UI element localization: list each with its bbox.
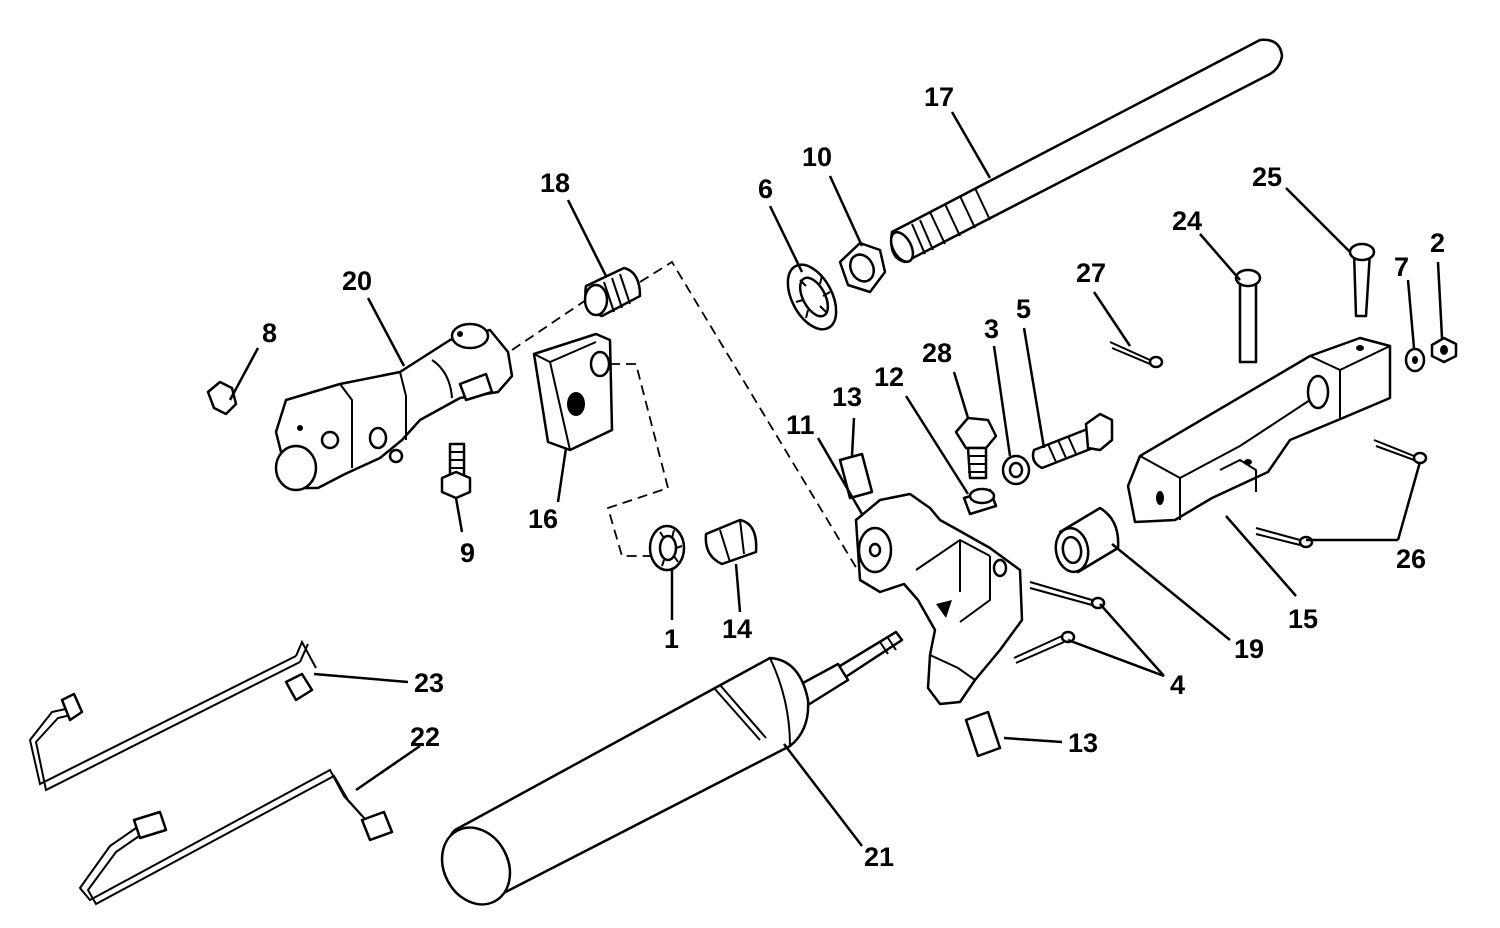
part-17-tube	[889, 38, 1284, 264]
part-15-bracket-arm	[1126, 336, 1392, 524]
callout-21: 21	[864, 842, 894, 872]
part-6-lock-washer	[786, 263, 838, 331]
callout-27: 27	[1076, 258, 1106, 288]
part-21-cylinder	[440, 630, 904, 906]
part-10-hex-nut	[838, 241, 887, 294]
part-11-arm-bracket	[854, 492, 1024, 706]
callout-15: 15	[1288, 604, 1318, 634]
callout-13-upper: 13	[832, 382, 862, 412]
callout-labels: 17 10 6 18 20 8 9 16 1 14 25 24 7 2 27 2…	[262, 82, 1445, 872]
part-2-nut	[1430, 336, 1458, 364]
part-5-bolt	[1031, 412, 1114, 470]
part-28-bolt	[954, 416, 998, 480]
part-3-washer	[1001, 454, 1031, 486]
assembly-dashed-lines	[511, 260, 861, 575]
callout-18: 18	[540, 168, 570, 198]
callout-5: 5	[1016, 294, 1031, 324]
callout-26: 26	[1396, 544, 1426, 574]
part-9-bolt	[440, 442, 472, 500]
leader-lines	[228, 111, 1444, 847]
part-4-cotter-pins	[1013, 581, 1106, 664]
callout-10: 10	[802, 142, 832, 172]
callout-13-lower: 13	[1068, 728, 1098, 758]
callout-16: 16	[528, 504, 558, 534]
callout-24: 24	[1172, 206, 1202, 236]
callout-17: 17	[924, 82, 954, 112]
callout-6: 6	[758, 174, 773, 204]
part-25-pin	[1348, 242, 1376, 318]
part-13-spacer-lower	[964, 710, 1002, 758]
callout-23: 23	[414, 668, 444, 698]
part-13-spacer-upper	[838, 452, 874, 500]
part-8-fitting	[206, 380, 238, 416]
part-23-hydraulic-line	[28, 639, 317, 792]
callout-3: 3	[984, 314, 999, 344]
callout-20: 20	[342, 266, 372, 296]
part-7-washer	[1404, 347, 1426, 373]
part-18-threaded-fitting	[583, 266, 642, 318]
callout-25: 25	[1252, 162, 1282, 192]
callout-14: 14	[722, 614, 752, 644]
callout-11: 11	[786, 410, 815, 440]
callout-19: 19	[1234, 634, 1264, 664]
callout-28: 28	[922, 338, 952, 368]
part-1-lock-washer	[648, 524, 686, 572]
part-24-pin	[1234, 268, 1262, 364]
part-20-control-valve	[274, 322, 514, 492]
part-27-cotter-pin	[1109, 341, 1164, 369]
part-22-hydraulic-line	[78, 768, 394, 906]
callout-9: 9	[460, 538, 475, 568]
callout-1: 1	[664, 624, 679, 654]
part-12-small-bushing	[962, 487, 998, 516]
part-19-bushing	[1054, 506, 1120, 574]
callout-7: 7	[1394, 252, 1409, 282]
callout-2: 2	[1430, 228, 1445, 258]
part-14-acorn-nut	[704, 518, 758, 566]
callout-8: 8	[262, 318, 277, 348]
callout-22: 22	[410, 722, 440, 752]
callout-4: 4	[1170, 670, 1185, 700]
callout-12: 12	[874, 362, 904, 392]
part-16-clevis-block	[532, 332, 614, 452]
